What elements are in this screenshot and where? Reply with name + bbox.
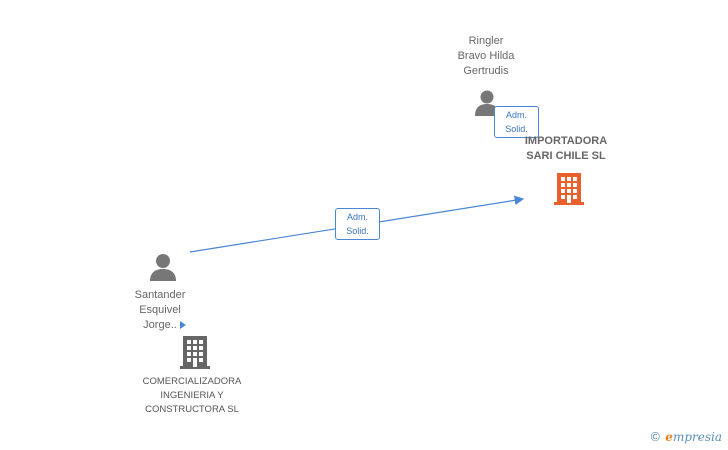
person-icon[interactable] — [149, 253, 177, 282]
copyright-icon: © — [649, 430, 662, 444]
company-name-importadora[interactable]: IMPORTADORA SARI CHILE SL — [524, 135, 608, 162]
person-icon[interactable] — [474, 89, 500, 117]
edge-label-santander-importadora[interactable]: Adm. Solid. — [335, 208, 380, 240]
person-name-santander[interactable]: Santander Esquivel Jorge.. — [134, 289, 186, 331]
brand-letter: e — [665, 430, 673, 444]
building-icon[interactable] — [553, 171, 585, 205]
building-icon[interactable] — [179, 334, 211, 369]
brand-name: mpresia — [672, 430, 722, 444]
edge-label-ringler-importadora[interactable]: Adm. Solid. — [494, 106, 539, 138]
brand-watermark: ©empresia — [649, 430, 722, 444]
person-name-ringler[interactable]: Ringler Bravo Hilda Gertrudis — [457, 35, 515, 77]
edge-santander-comercializadora-arrow — [180, 321, 186, 329]
company-name-comercializadora[interactable]: COMERCIALIZADORA INGENIERIA Y CONSTRUCTO… — [142, 376, 242, 415]
